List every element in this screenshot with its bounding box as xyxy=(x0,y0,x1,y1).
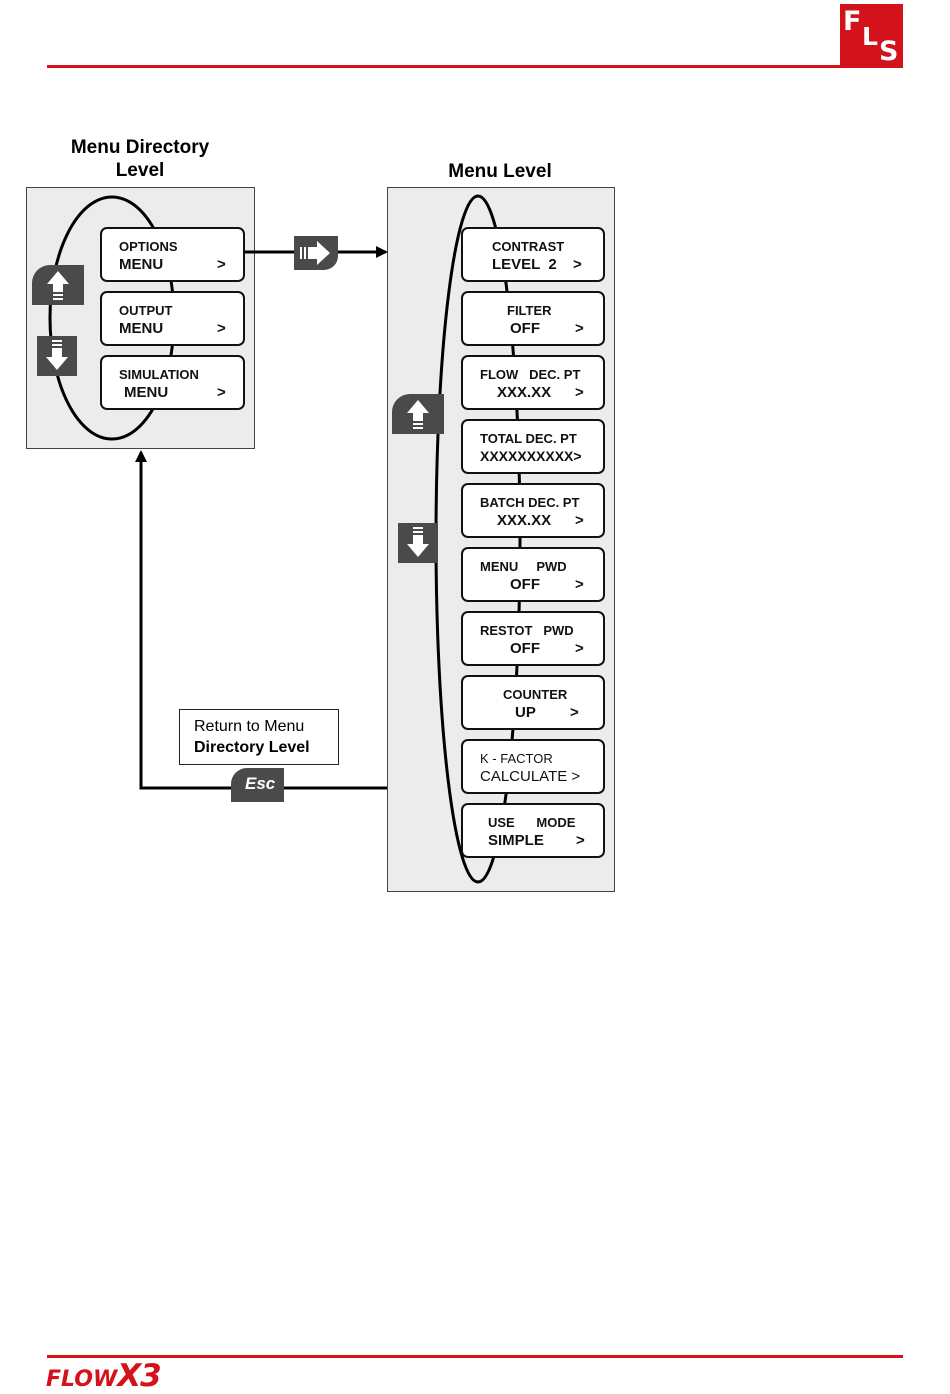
up-arrow-icon xyxy=(407,400,429,429)
item-line1: K - FACTOR xyxy=(480,751,553,766)
item-line2: CALCULATE > xyxy=(480,768,581,785)
chevron-right-icon: > xyxy=(575,384,584,401)
flowx3-logo-flow: FLOW xyxy=(46,1367,118,1392)
up-arrow-key-icon[interactable] xyxy=(32,265,84,305)
item-line1: FILTER xyxy=(507,303,552,318)
chevron-right-icon: > xyxy=(573,256,582,273)
item-line2: XXX.XX xyxy=(497,512,552,529)
item-line1: FLOW DEC. PT xyxy=(480,367,581,382)
flowx3-logo-x3: X3 xyxy=(117,1358,161,1394)
chevron-right-icon: > xyxy=(575,576,584,593)
item-line2: LEVEL 2 xyxy=(492,256,557,273)
fls-logo-f: F xyxy=(843,6,862,37)
menu-directory-title: Menu Directory Level xyxy=(40,136,240,182)
item-line2: OFF xyxy=(510,640,540,657)
item-line2: OFF xyxy=(510,576,540,593)
menu-directory-title-line1: Menu Directory xyxy=(70,137,210,158)
fls-logo: F L S xyxy=(840,4,903,67)
directory-item-simulation-menu[interactable]: SIMULATION MENU > xyxy=(100,355,245,410)
directory-item-options-menu[interactable]: OPTIONS MENU > xyxy=(100,227,245,282)
up-arrow-key-icon[interactable] xyxy=(392,394,444,434)
menu-item-restot-pwd[interactable]: RESTOT PWD OFF > xyxy=(461,611,605,666)
down-arrow-key-icon[interactable] xyxy=(37,336,77,376)
menu-item-contrast[interactable]: CONTRAST LEVEL 2 > xyxy=(461,227,605,282)
chevron-right-icon: > xyxy=(217,320,226,337)
fls-logo-s: S xyxy=(879,36,899,67)
item-line1: CONTRAST xyxy=(492,239,565,254)
item-line2: OFF xyxy=(510,320,540,337)
item-line1: MENU PWD xyxy=(480,559,567,574)
item-line1: TOTAL DEC. PT xyxy=(480,431,577,446)
menu-item-flow-dec-pt[interactable]: FLOW DEC. PT XXX.XX > xyxy=(461,355,605,410)
chevron-right-icon: > xyxy=(575,512,584,529)
chevron-right-icon: > xyxy=(575,320,584,337)
item-line2: MENU xyxy=(119,320,164,337)
item-line2: XXX.XX xyxy=(497,384,552,401)
fls-logo-l: L xyxy=(862,22,878,51)
down-arrow-key-icon[interactable] xyxy=(398,523,438,563)
chevron-right-icon: > xyxy=(570,704,579,721)
item-line1: OPTIONS xyxy=(119,239,178,254)
footer-rule xyxy=(47,1355,903,1358)
item-line1: OUTPUT xyxy=(119,303,173,318)
return-note-line1: Return to Menu xyxy=(194,718,305,735)
item-line1: RESTOT PWD xyxy=(480,623,574,638)
chevron-right-icon: > xyxy=(217,256,226,273)
esc-key-icon[interactable]: Esc xyxy=(231,768,284,802)
down-arrow-icon xyxy=(46,340,68,370)
item-line2: SIMPLE xyxy=(488,832,544,849)
down-arrow-icon xyxy=(407,527,429,557)
item-line2: MENU xyxy=(119,256,164,273)
menu-level-title: Menu Level xyxy=(448,161,552,182)
up-arrow-icon xyxy=(47,271,69,300)
menu-item-filter[interactable]: FILTER OFF > xyxy=(461,291,605,346)
menu-item-counter[interactable]: COUNTER UP > xyxy=(461,675,605,730)
menu-item-use-mode[interactable]: USE MODE SIMPLE > xyxy=(461,803,605,858)
return-note-line2: Directory Level xyxy=(194,739,310,756)
esc-key-label: Esc xyxy=(245,774,276,793)
menu-item-batch-dec-pt[interactable]: BATCH DEC. PT XXX.XX > xyxy=(461,483,605,538)
chevron-right-icon: > xyxy=(575,640,584,657)
item-line1: BATCH DEC. PT xyxy=(480,495,580,510)
item-line1: USE MODE xyxy=(488,815,576,830)
item-line2: UP xyxy=(515,704,536,721)
directory-item-output-menu[interactable]: OUTPUT MENU > xyxy=(100,291,245,346)
item-line1: SIMULATION xyxy=(119,367,199,382)
right-arrow-icon xyxy=(300,241,330,265)
enter-key-icon[interactable] xyxy=(294,236,338,270)
menu-item-total-dec-pt[interactable]: TOTAL DEC. PT XXXXXXXXXX> xyxy=(461,419,605,474)
flowx3-logo: FLOWX3 xyxy=(46,1358,162,1394)
item-line1: COUNTER xyxy=(503,687,568,702)
menu-directory-title-line2: Level xyxy=(115,160,165,181)
header-rule xyxy=(47,65,903,68)
item-line2: MENU xyxy=(124,384,169,401)
menu-item-k-factor[interactable]: K - FACTOR CALCULATE > xyxy=(461,739,605,794)
return-to-directory-note: Return to Menu Directory Level xyxy=(179,709,339,765)
chevron-right-icon: > xyxy=(576,832,585,849)
chevron-right-icon: > xyxy=(217,384,226,401)
item-line2: XXXXXXXXXX> xyxy=(480,448,582,464)
menu-item-menu-pwd[interactable]: MENU PWD OFF > xyxy=(461,547,605,602)
